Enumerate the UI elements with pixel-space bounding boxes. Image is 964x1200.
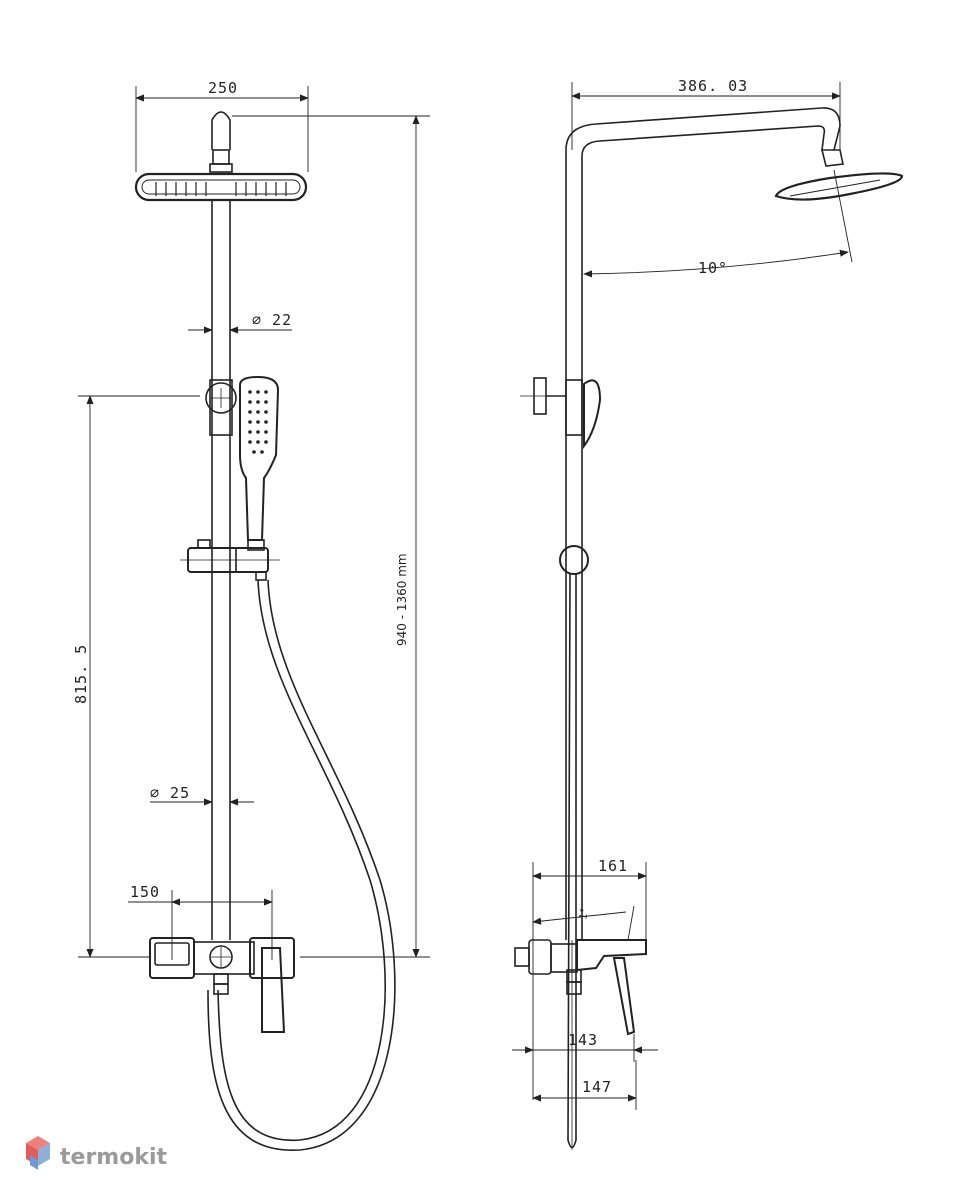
front-mixer-lever	[261, 947, 286, 1033]
label-arm-length: 386. 03	[678, 77, 748, 95]
front-hand-holder-knob	[205, 382, 237, 414]
side-pipe-outer	[565, 107, 841, 940]
label-spout-projection: 161	[598, 857, 628, 875]
front-shower-head	[134, 172, 308, 202]
front-hose-outer	[217, 579, 386, 1141]
label-tilt-angle: 10°	[698, 259, 728, 277]
side-dimensions	[512, 82, 853, 1110]
label-pipe-upper-diameter: ∅ 22	[252, 311, 292, 329]
side-hand-shower	[583, 379, 602, 450]
front-top-stub	[211, 111, 231, 150]
label-mixer-depth-1: 143	[568, 1031, 598, 1049]
label-mixer-centers: 150	[130, 883, 160, 901]
side-mixer-knob	[514, 947, 530, 967]
front-dimensions	[78, 86, 430, 960]
front-hand-shower	[239, 375, 280, 541]
side-upper-bracket	[565, 379, 583, 436]
side-centerlines	[520, 395, 573, 1150]
front-mixer-center	[209, 945, 233, 969]
front-head-nozzles	[155, 182, 287, 196]
dim-tilt-angle-arc	[583, 249, 849, 278]
logo-text: termokit	[60, 1145, 167, 1170]
label-head-width: 250	[208, 79, 238, 97]
side-slider	[559, 545, 589, 575]
front-head-connector	[212, 149, 230, 165]
label-total-height: 940 - 1360 mm	[395, 553, 409, 646]
logo-cube-icon	[26, 1136, 50, 1170]
front-view	[134, 111, 396, 1151]
side-mixer-lever	[612, 957, 636, 1036]
label-lever-angle: 1°	[578, 907, 591, 920]
side-mixer-body	[550, 943, 578, 973]
label-slider-height: 815. 5	[72, 644, 90, 704]
termokit-logo: termokit	[26, 1136, 167, 1170]
label-mixer-depth-2: 147	[582, 1078, 612, 1096]
side-pipe-inner	[581, 125, 826, 940]
label-pipe-lower-diameter: ∅ 25	[150, 784, 190, 802]
side-mixer-spout	[576, 939, 647, 972]
front-centerlines	[180, 388, 280, 967]
front-hand-shower-dots	[248, 390, 268, 454]
side-shower-head	[774, 172, 904, 201]
front-hose-inner	[207, 579, 396, 1151]
front-upper-bracket	[209, 379, 233, 436]
